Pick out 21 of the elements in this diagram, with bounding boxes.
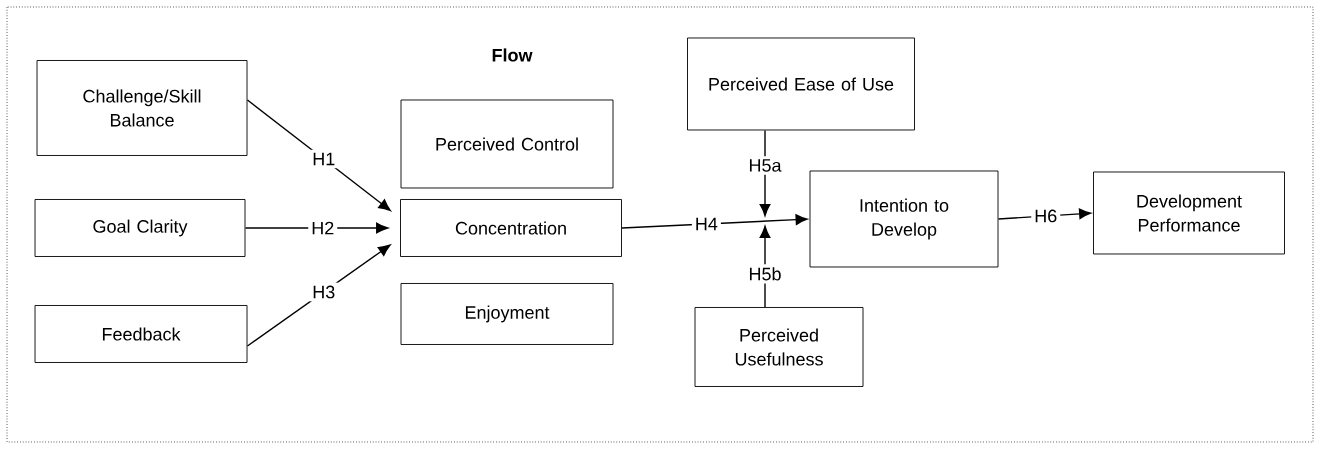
- edge-label: H2: [308, 218, 338, 238]
- construct-box: Challenge/Skill Balance: [36, 60, 248, 156]
- construct-box: Perceived Ease of Use: [687, 37, 915, 131]
- arrow: [246, 244, 391, 347]
- construct-box: Concentration: [400, 199, 622, 257]
- arrow: [621, 214, 808, 229]
- edge-label: H3: [309, 282, 339, 302]
- arrow: [246, 99, 391, 211]
- edge-label: H1: [309, 149, 339, 169]
- construct-box: Intention to Develop: [809, 170, 999, 268]
- edge-label: H5b: [745, 264, 785, 284]
- construct-box: Development Performance: [1093, 171, 1285, 255]
- edge-label: H6: [1031, 206, 1061, 226]
- construct-box: Enjoyment: [400, 283, 614, 345]
- edge-label: H5a: [745, 156, 785, 175]
- construct-box: Feedback: [34, 305, 248, 363]
- construct-box: Goal Clarity: [34, 199, 246, 257]
- construct-box: Perceived Usefulness: [694, 307, 864, 387]
- construct-box: Perceived Control: [400, 99, 614, 189]
- group-heading: Flow: [492, 48, 533, 62]
- edge-label: H4: [691, 214, 721, 234]
